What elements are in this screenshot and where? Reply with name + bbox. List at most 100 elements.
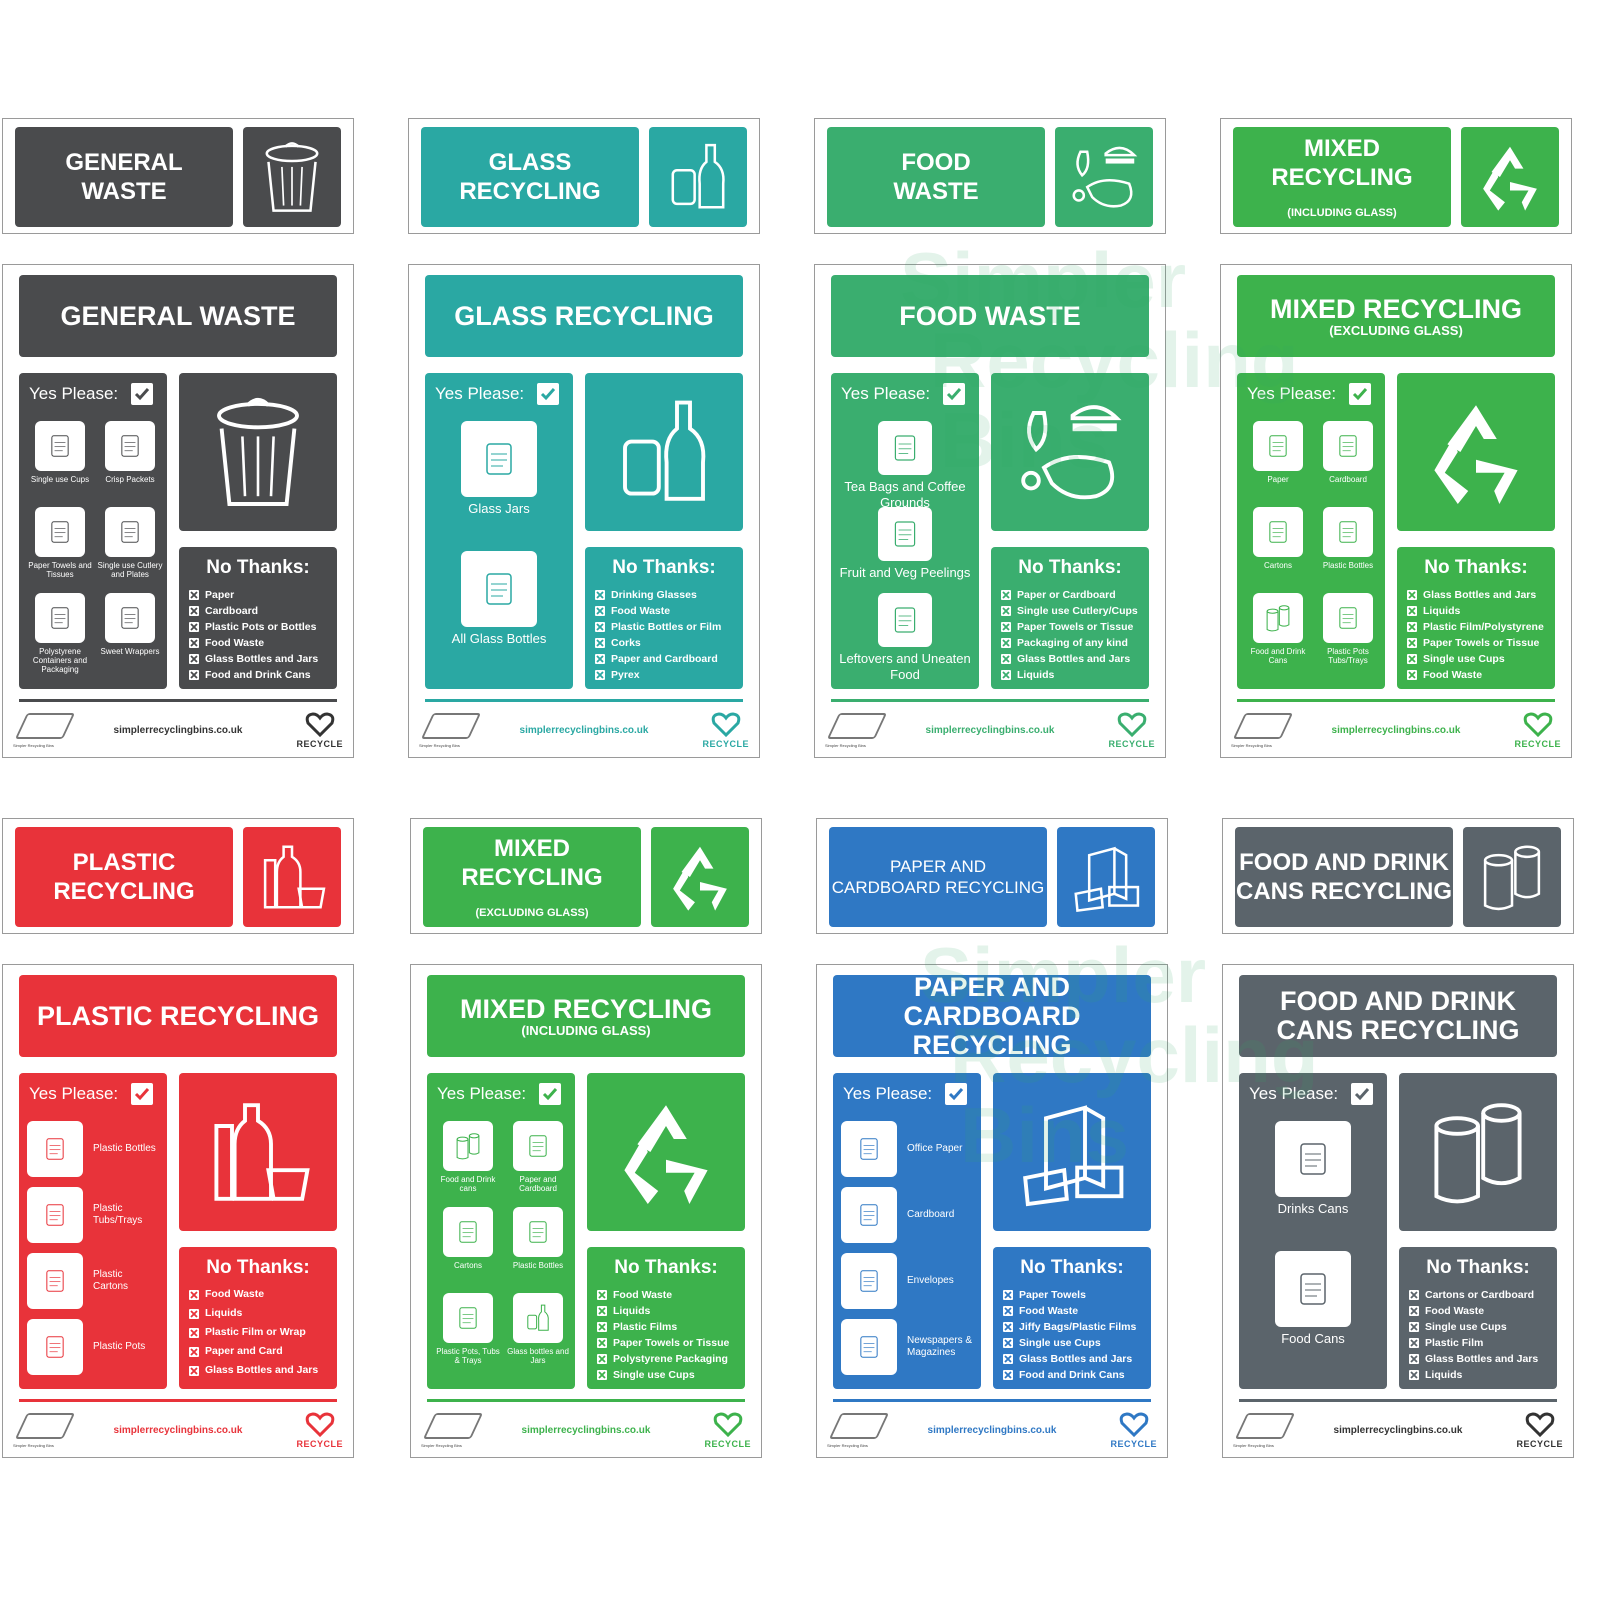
strip-title-line: FOOD (901, 149, 971, 176)
brand-name: Simpler Recycling Bins (421, 1443, 462, 1448)
divider (19, 699, 337, 702)
cross-icon (597, 1338, 607, 1348)
cross-icon (597, 1322, 607, 1332)
cross-icon (595, 590, 605, 600)
cross-icon (1409, 1322, 1419, 1332)
yes-item-label: Plastic Pots (93, 1341, 146, 1352)
recycle-mark: RECYCLE (1110, 1411, 1157, 1449)
pot-icon (27, 1319, 83, 1375)
brand-logo: Simpler Recycling Bins (1231, 713, 1294, 748)
yes-item: Office Paper (841, 1121, 973, 1177)
strip-title-line: CANS RECYCLING (1235, 878, 1452, 905)
sign-subtitle: (EXCLUDING GLASS) (1329, 322, 1463, 338)
no-thanks-label: No Thanks: (1020, 1257, 1124, 1278)
checkbox-icon (1351, 1083, 1373, 1105)
no-thanks-text: Corks (611, 637, 641, 649)
cross-icon (189, 1308, 199, 1319)
cross-icon (189, 670, 199, 680)
no-thanks-item: Glass Bottles and Jars (1407, 587, 1551, 603)
no-thanks-item: Paper Towels or Tissue (597, 1335, 741, 1351)
cross-icon (1407, 638, 1417, 648)
brand-name: Simpler Recycling Bins (13, 743, 54, 748)
no-thanks-text: Food Waste (1425, 1305, 1485, 1317)
no-thanks-item: Plastic Film or Wrap (189, 1323, 333, 1342)
strip-title-line: FOOD AND DRINK (1239, 849, 1449, 876)
cross-icon (189, 1289, 199, 1300)
yes-item-label: Paper (1267, 475, 1289, 484)
no-thanks-text: Jiffy Bags/Plastic Films (1019, 1321, 1137, 1333)
cross-icon (595, 654, 605, 664)
yes-item: Polystyrene Containers and Packaging (27, 593, 93, 674)
yes-please-panel: Yes Please: Paper Cardboard Cartons (1237, 373, 1385, 689)
yes-item-label: Food Cans (1281, 1331, 1345, 1346)
brand-name: Simpler Recycling Bins (419, 743, 460, 748)
plastic-bottle-icon (513, 1207, 563, 1257)
yes-item-label: Plastic Pots, Tubs & Trays (436, 1347, 500, 1365)
sign-title: GLASS RECYCLING (454, 300, 714, 331)
brand-logo: Simpler Recycling Bins (13, 1413, 76, 1448)
recycle-text: RECYCLE (1110, 1439, 1157, 1449)
cross-icon (189, 606, 199, 616)
newspaper-icon (841, 1319, 897, 1375)
yes-item: Cardboard (841, 1187, 973, 1243)
recycle-mark: RECYCLE (1514, 711, 1561, 749)
no-thanks-text: Pyrex (611, 669, 640, 681)
leftovers-icon (878, 593, 932, 647)
yes-item-label: Paper and Cardboard (519, 1175, 557, 1193)
yes-please-panel: Yes Please: Tea Bags and Coffee Grounds … (831, 373, 979, 689)
yes-item-label: Glass bottles and Jars (507, 1347, 569, 1365)
recycle-mark: RECYCLE (702, 711, 749, 749)
brand-logo: Simpler Recycling Bins (1233, 1413, 1296, 1448)
bin-icon (179, 373, 337, 531)
cross-icon (595, 670, 605, 680)
no-thanks-item: Glass Bottles and Jars (189, 1361, 333, 1380)
yes-item: Crisp Packets (97, 421, 163, 484)
sign-header: GLASS RECYCLING (425, 275, 743, 357)
no-thanks-label: No Thanks: (1426, 1257, 1530, 1278)
strip-label: MIXED RECYCLING(EXCLUDING GLASS) (410, 818, 762, 934)
no-thanks-text: Food and Drink Cans (205, 669, 311, 681)
sign-title: PAPER AND (913, 971, 1070, 1002)
yes-item-label: Crisp Packets (105, 475, 155, 484)
cross-icon (595, 622, 605, 632)
cross-icon (1409, 1370, 1419, 1380)
divider (427, 1399, 745, 1402)
no-thanks-text: Packaging of any kind (1017, 637, 1128, 649)
no-thanks-text: Plastic Film or Wrap (205, 1326, 306, 1338)
cross-icon (1001, 654, 1011, 664)
yes-item-label: Tea Bags and Coffee Grounds (844, 479, 966, 510)
yes-item: Envelopes (841, 1253, 973, 1309)
no-thanks-item: Glass Bottles and Jars (189, 651, 333, 667)
jar-icon (461, 421, 537, 497)
cross-icon (1407, 606, 1417, 616)
cross-icon (597, 1290, 607, 1300)
no-thanks-item: Cardboard (189, 603, 333, 619)
brand-name: Simpler Recycling Bins (13, 1443, 54, 1448)
no-thanks-item: Paper and Card (189, 1342, 333, 1361)
yes-please-panel: Yes Please: Drinks Cans Food Cans (1239, 1073, 1387, 1389)
sign-subtitle: (INCLUDING GLASS) (521, 1022, 651, 1038)
yes-item-label: Cardboard (907, 1209, 955, 1220)
no-thanks-text: Paper Towels or Tissue (613, 1337, 730, 1349)
sign-title: FOOD WASTE (899, 300, 1081, 331)
no-thanks-text: Drinking Glasses (611, 589, 697, 601)
recycle-mark: RECYCLE (1108, 711, 1155, 749)
yes-item-label: Envelopes (907, 1275, 954, 1286)
yes-item-label: Glass Jars (468, 501, 530, 516)
cross-icon (1409, 1354, 1419, 1364)
strip-title-line: RECYCLING (53, 878, 195, 905)
cross-icon (189, 622, 199, 632)
cans-icon (1253, 593, 1303, 643)
yes-item: All Glass Bottles (433, 551, 565, 647)
glass-bottles-icon (585, 373, 743, 531)
strip-title-line: WASTE (893, 178, 979, 205)
yes-please-label: Yes Please: (1249, 1084, 1339, 1103)
cross-icon (1003, 1290, 1013, 1300)
